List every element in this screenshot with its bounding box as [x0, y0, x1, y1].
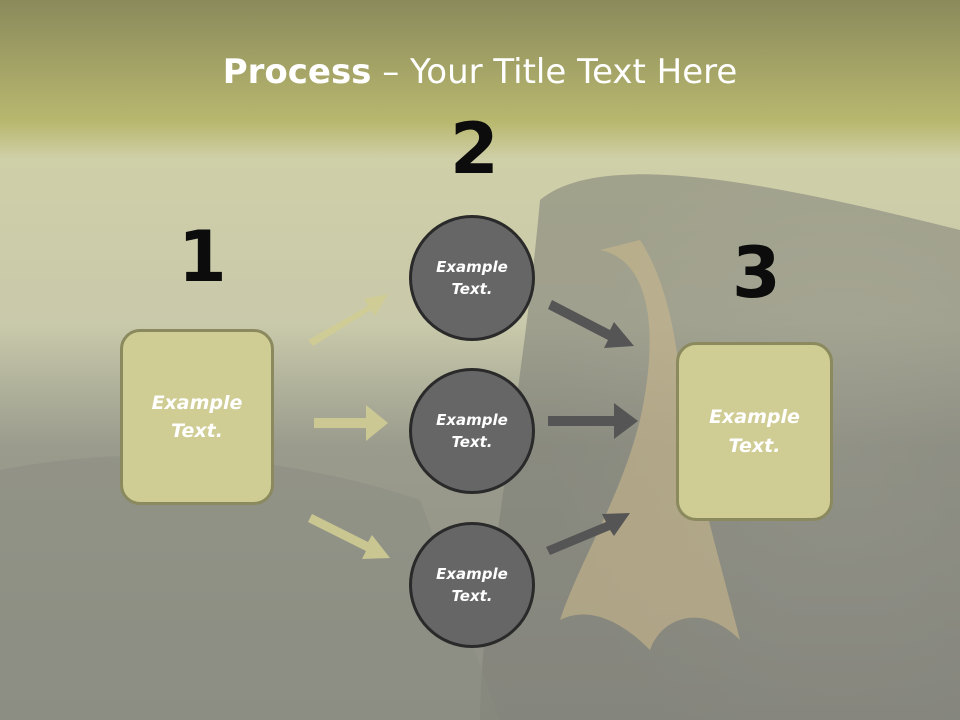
circle-middle: Example Text. [409, 368, 535, 494]
title-bold: Process [222, 52, 372, 92]
title-rest: – Your Title Text Here [371, 52, 738, 92]
circle-bottom-line2: Text. [451, 587, 493, 605]
page-title: Process – Your Title Text Here [0, 52, 960, 92]
step-3-line2: Text. [728, 434, 781, 457]
step-number-3: 3 [732, 232, 781, 314]
step-1-line1: Example [151, 391, 243, 414]
arrow-left-down [308, 514, 390, 559]
step-3-box: Example Text. [676, 342, 833, 521]
step-number-2: 2 [450, 108, 499, 190]
circle-middle-line2: Text. [451, 433, 493, 451]
arrow-left-mid [314, 405, 388, 441]
circle-top-line1: Example [436, 257, 508, 276]
circle-bottom: Example Text. [409, 522, 535, 648]
arrow-left-up [308, 294, 388, 346]
step-3-line1: Example [709, 406, 800, 428]
circle-middle-line1: Example [436, 410, 508, 429]
step-1-line2: Text. [171, 420, 223, 442]
arrow-right-mid [548, 403, 638, 439]
step-1-box: Example Text. [120, 329, 274, 505]
arrow-right-down [548, 300, 634, 348]
circle-top: Example Text. [409, 215, 535, 341]
arrow-right-up [546, 513, 630, 555]
circle-top-line2: Text. [451, 280, 493, 298]
step-number-1: 1 [178, 216, 227, 298]
circle-bottom-line1: Example [436, 564, 508, 583]
